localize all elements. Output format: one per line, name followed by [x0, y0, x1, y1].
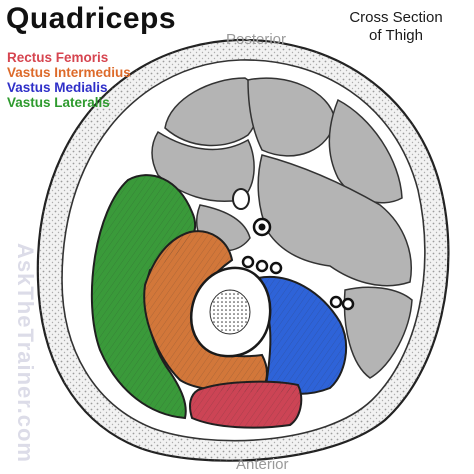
femur-marrow-texture: [210, 290, 250, 334]
vastus-lateralis-texture: [91, 175, 196, 418]
vessel-4: [269, 261, 283, 275]
legend-item-vastus-intermedius: Vastus Intermedius: [7, 65, 131, 80]
sciatic-nerve: [232, 188, 250, 210]
diagram-caption: Cross Section of Thigh: [326, 9, 466, 45]
hamstring-muscle-2: [247, 77, 336, 157]
rectus-femoris-texture: [190, 381, 302, 428]
vessel-1-lumen: [258, 223, 266, 231]
vessel-3: [255, 259, 269, 273]
vessel-5: [329, 295, 343, 309]
adductor-longus-muscle: [343, 286, 413, 379]
caption-line-2: of Thigh: [369, 27, 423, 44]
vessel-6: [341, 297, 355, 311]
legend: Rectus Femoris Vastus Intermedius Vastus…: [7, 50, 131, 110]
watermark: AskTheTrainer.com: [13, 243, 38, 463]
anterior-label: Anterior: [236, 456, 289, 473]
vastus-intermedius-texture: [144, 231, 267, 392]
vastus-medialis-texture: [256, 276, 347, 394]
posterior-label: Posterior: [226, 31, 287, 48]
caption-line-1: Cross Section: [349, 9, 443, 26]
legend-item-rectus-femoris: Rectus Femoris: [7, 50, 109, 65]
diagram-title: Quadriceps: [6, 2, 177, 35]
posterior-muscles: [151, 77, 413, 379]
legend-item-vastus-lateralis: Vastus Lateralis: [7, 95, 110, 110]
vessel-2: [241, 255, 255, 269]
legend-item-vastus-medialis: Vastus Medialis: [7, 80, 108, 95]
